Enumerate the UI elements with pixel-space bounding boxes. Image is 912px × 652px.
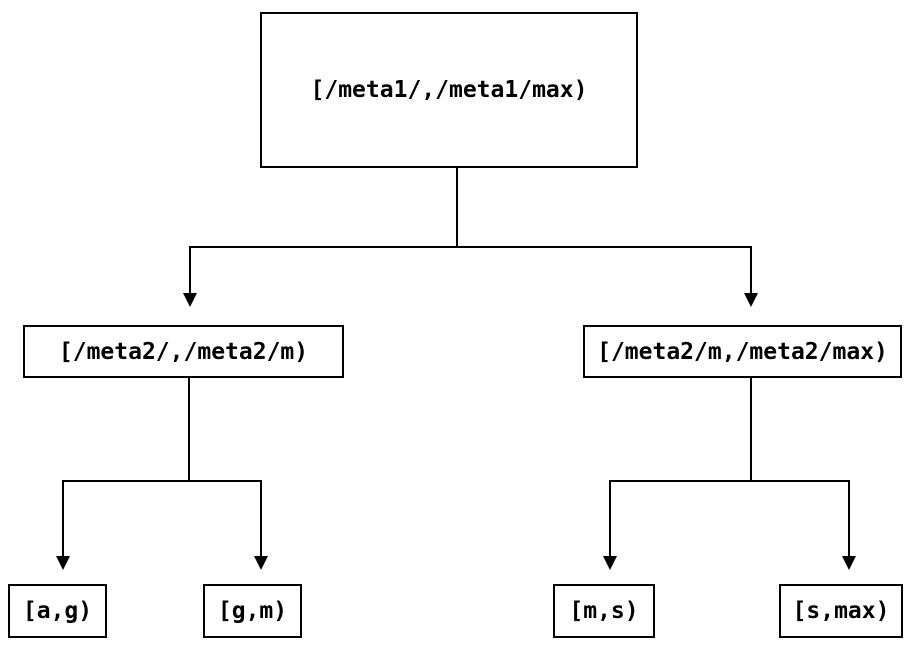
arrowhead-icon	[603, 556, 617, 570]
node-leaf-gm: [g,m)	[203, 584, 302, 638]
node-left-range: [/meta2/,/meta2/m)	[23, 325, 344, 378]
edge-left-branch	[62, 480, 262, 556]
edge-right-branch	[609, 480, 850, 556]
edge-root-branch	[189, 246, 752, 293]
arrowhead-icon	[842, 556, 856, 570]
node-leaf-ag: [a,g)	[8, 584, 107, 638]
node-root-range: [/meta1/,/meta1/max)	[260, 12, 638, 168]
node-right-range: [/meta2/m,/meta2/max)	[583, 325, 902, 378]
arrowhead-icon	[744, 293, 758, 307]
arrowhead-icon	[56, 556, 70, 570]
arrowhead-icon	[183, 293, 197, 307]
node-leaf-smax: [s,max)	[779, 584, 903, 638]
arrowhead-icon	[254, 556, 268, 570]
node-leaf-ms: [m,s)	[553, 584, 655, 638]
